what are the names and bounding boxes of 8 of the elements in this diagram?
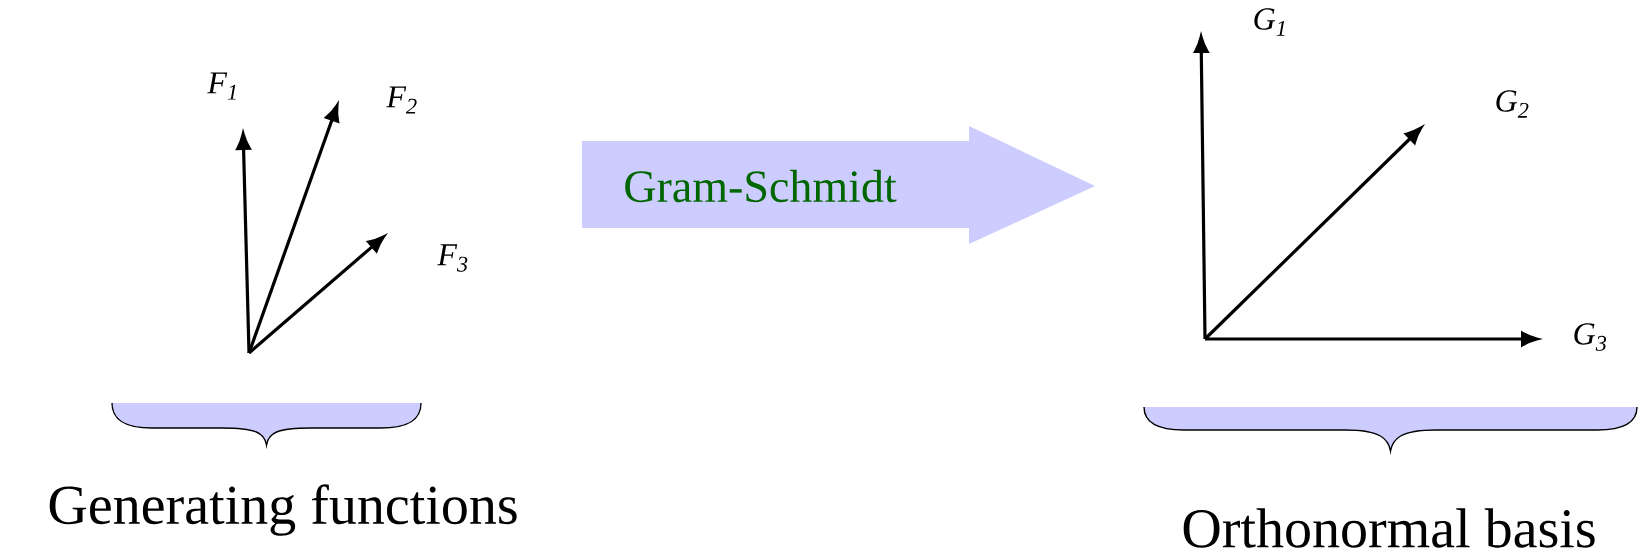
vector-label: F$_{3}$: [437, 244, 468, 272]
vector-label: G$_{2}$: [1496, 90, 1529, 118]
vector-label: G$_{1}$: [1254, 8, 1285, 36]
vector-label: F$_{2}$: [386, 86, 417, 114]
caption: Orthonormal basis: [1183, 508, 1595, 548]
vector-label: G$_{3}$: [1574, 323, 1607, 351]
caption: Generating functions: [49, 484, 517, 536]
vector-label: F$_{1}$: [207, 72, 236, 100]
